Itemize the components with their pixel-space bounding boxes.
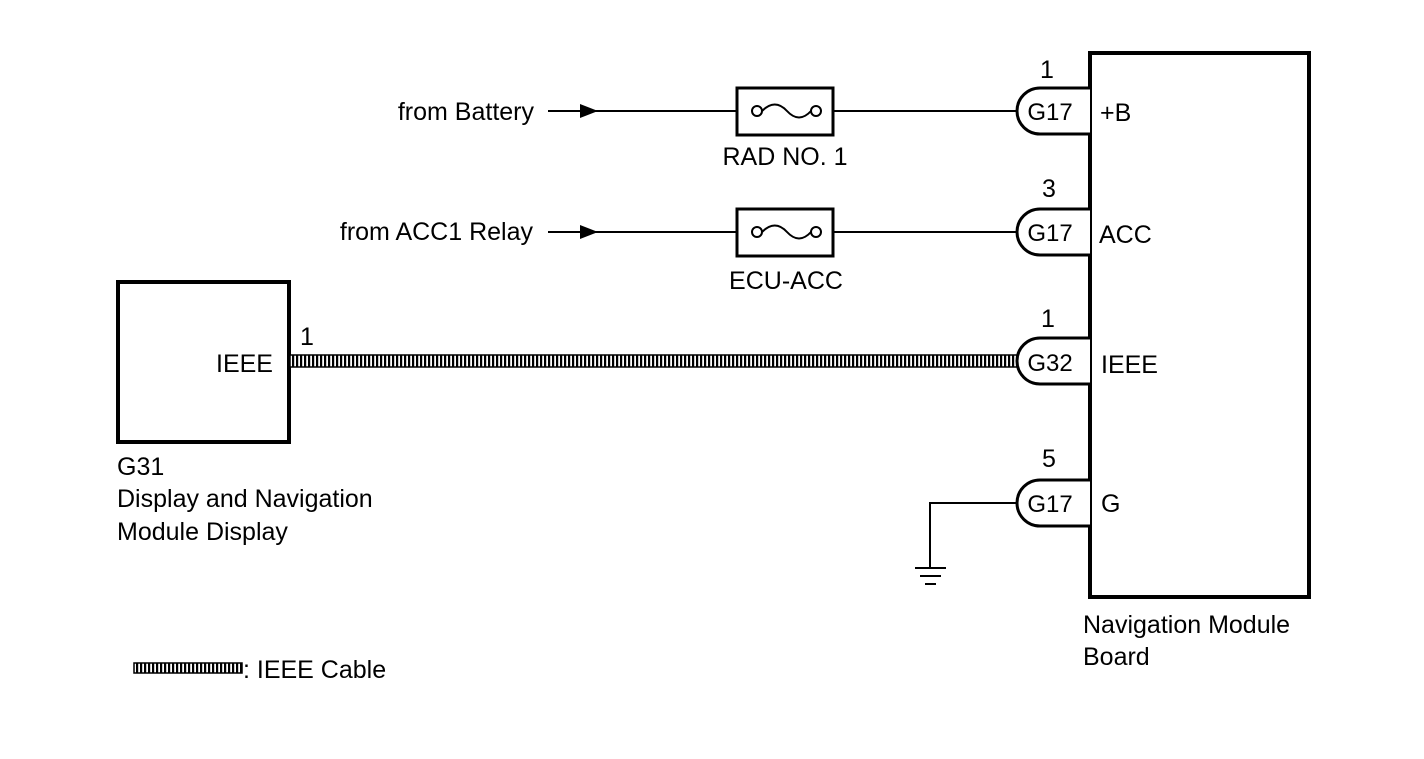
pin-number-acc: 3 [1042,175,1056,203]
pin-number-b: 1 [1040,56,1054,84]
terminal-acc-label: ACC [1099,221,1152,249]
legend-ieee-cable-swatch [133,662,243,674]
arrow-battery-icon [580,104,598,118]
fuse-ecu-acc-symbol-icon [751,224,822,240]
ieee-cable [289,354,1018,368]
terminal-g-label: G [1101,490,1120,518]
connector-code: G17 [1027,99,1072,126]
ground-symbol-icon [915,567,946,585]
connector-g17-acc: G17 [1015,207,1090,257]
pin-number-g: 5 [1042,445,1056,473]
source-battery-label: from Battery [398,98,535,126]
connector-code: G17 [1027,491,1072,518]
connector-g32-ieee: G32 [1015,336,1090,386]
display-module-box [116,280,291,444]
wire-ground [929,502,1016,568]
connector-code: G32 [1027,350,1072,377]
terminal-b-label: +B [1100,99,1131,127]
connector-code: G17 [1027,220,1072,247]
fuse-ecu-acc-label: ECU-ACC [729,267,843,295]
fuse-rad-label: RAD NO. 1 [722,143,847,171]
navigation-module-board-label-line2: Board [1083,643,1150,671]
display-pin-number: 1 [300,323,314,351]
connector-g17-b: G17 [1015,86,1090,136]
terminal-ieee-label: IEEE [1101,351,1158,379]
display-name-line1: Display and Navigation [117,485,373,513]
navigation-module-board-label-line1: Navigation Module [1083,611,1290,639]
arrow-acc1-icon [580,225,598,239]
pin-number-ieee: 1 [1041,305,1055,333]
navigation-module-board-box [1088,51,1311,599]
fuse-rad-symbol-icon [751,103,822,119]
display-code-label: G31 [117,453,164,481]
display-name-line2: Module Display [117,518,288,546]
connector-g17-g: G17 [1015,478,1090,528]
legend-ieee-cable-label: : IEEE Cable [243,656,386,684]
source-acc1-label: from ACC1 Relay [340,218,534,246]
display-terminal-label: IEEE [216,350,273,378]
